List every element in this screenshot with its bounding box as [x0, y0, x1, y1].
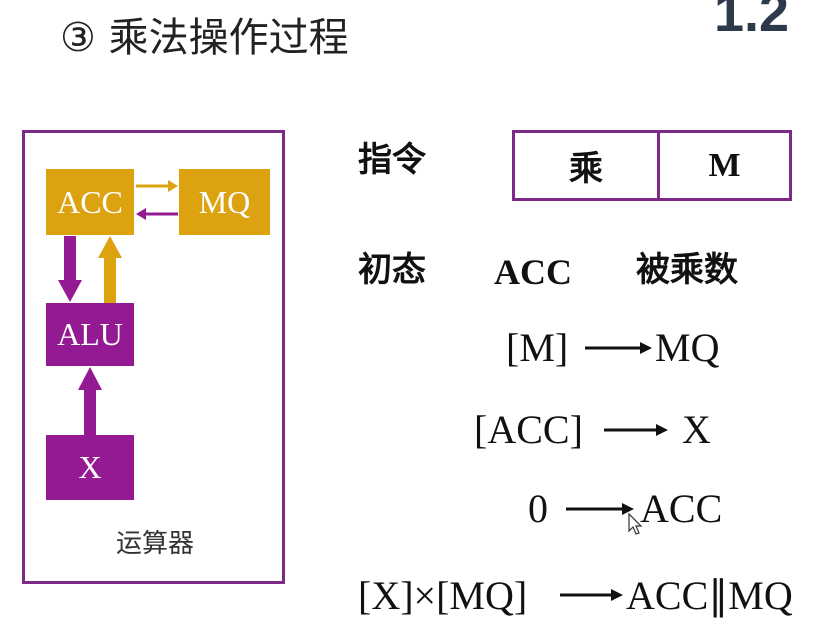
instruction-address: M — [708, 146, 741, 184]
step-3-target: ACC — [640, 486, 723, 531]
step-2-source: [ACC] — [474, 407, 583, 452]
acc-register: ACC — [46, 169, 134, 235]
x-to-alu-arrow — [78, 367, 102, 435]
step-1-source: [M] — [506, 325, 569, 370]
mq-to-acc-arrow — [136, 208, 178, 220]
mq-register: MQ — [179, 169, 270, 235]
step-arrow-4 — [560, 589, 623, 601]
step-4-source: [X]×[MQ] — [358, 573, 528, 618]
step-arrow-2 — [604, 424, 668, 436]
instruction-opcode: 乘 — [515, 133, 660, 198]
x-register: X — [46, 435, 134, 500]
initial-state-content: 被乘数 — [636, 250, 738, 290]
acc-to-mq-arrow — [136, 180, 178, 192]
step-arrow-3 — [566, 503, 634, 515]
acc-to-alu-arrow — [58, 236, 82, 302]
alu-block: ALU — [46, 303, 134, 366]
arithmetic-unit-caption: 运算器 — [115, 529, 194, 559]
arithmetic-unit-frame — [22, 130, 285, 584]
step-1-target: MQ — [655, 325, 720, 370]
alu-to-acc-arrow — [98, 236, 122, 303]
instruction-format: 乘 M — [512, 130, 792, 201]
initial-state-register: ACC — [494, 252, 572, 292]
step-arrow-1 — [585, 342, 652, 354]
slide-number: 1.2 — [714, 0, 790, 43]
initial-state-label: 初态 — [358, 250, 426, 290]
slide-title: ③ 乘法操作过程 — [60, 15, 349, 61]
step-4-target: ACC∥MQ — [626, 573, 793, 618]
mouse-cursor-icon — [628, 512, 643, 535]
step-3-source: 0 — [528, 486, 548, 531]
step-2-target: X — [682, 407, 711, 452]
instruction-label: 指令 — [358, 140, 426, 180]
